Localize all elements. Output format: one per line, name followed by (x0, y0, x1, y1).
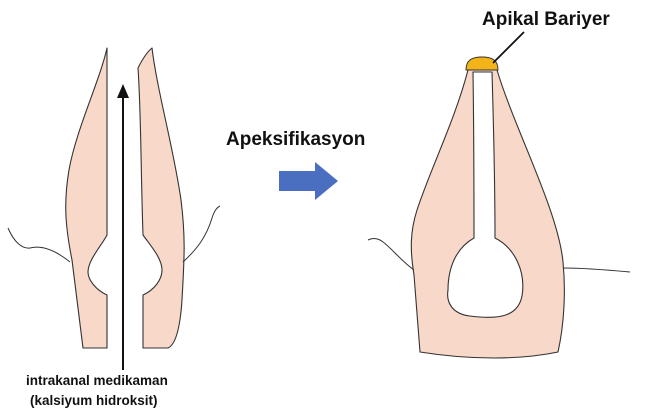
left-tooth-left-wall (66, 48, 107, 348)
right-tooth-ligament-right (564, 268, 630, 272)
right-tooth (368, 57, 630, 358)
apical-barrier (466, 57, 498, 70)
left-tooth-right-wall (138, 48, 184, 348)
medicament-arrow (117, 84, 129, 370)
process-label: Apeksifikasyon (226, 130, 365, 149)
process-arrow (279, 162, 338, 200)
apical-barrier-label: Apikal Bariyer (482, 10, 610, 29)
right-tooth-ligament-left (368, 239, 414, 271)
left-tooth (8, 48, 220, 348)
left-tooth-ligament-right (183, 206, 220, 262)
medicament-label-line1: intrakanal medikaman (26, 374, 168, 388)
medicament-label-line2: (kalsiyum hidroksit) (30, 394, 158, 408)
left-tooth-ligament-left (8, 228, 70, 262)
barrier-leader-line (493, 32, 524, 63)
